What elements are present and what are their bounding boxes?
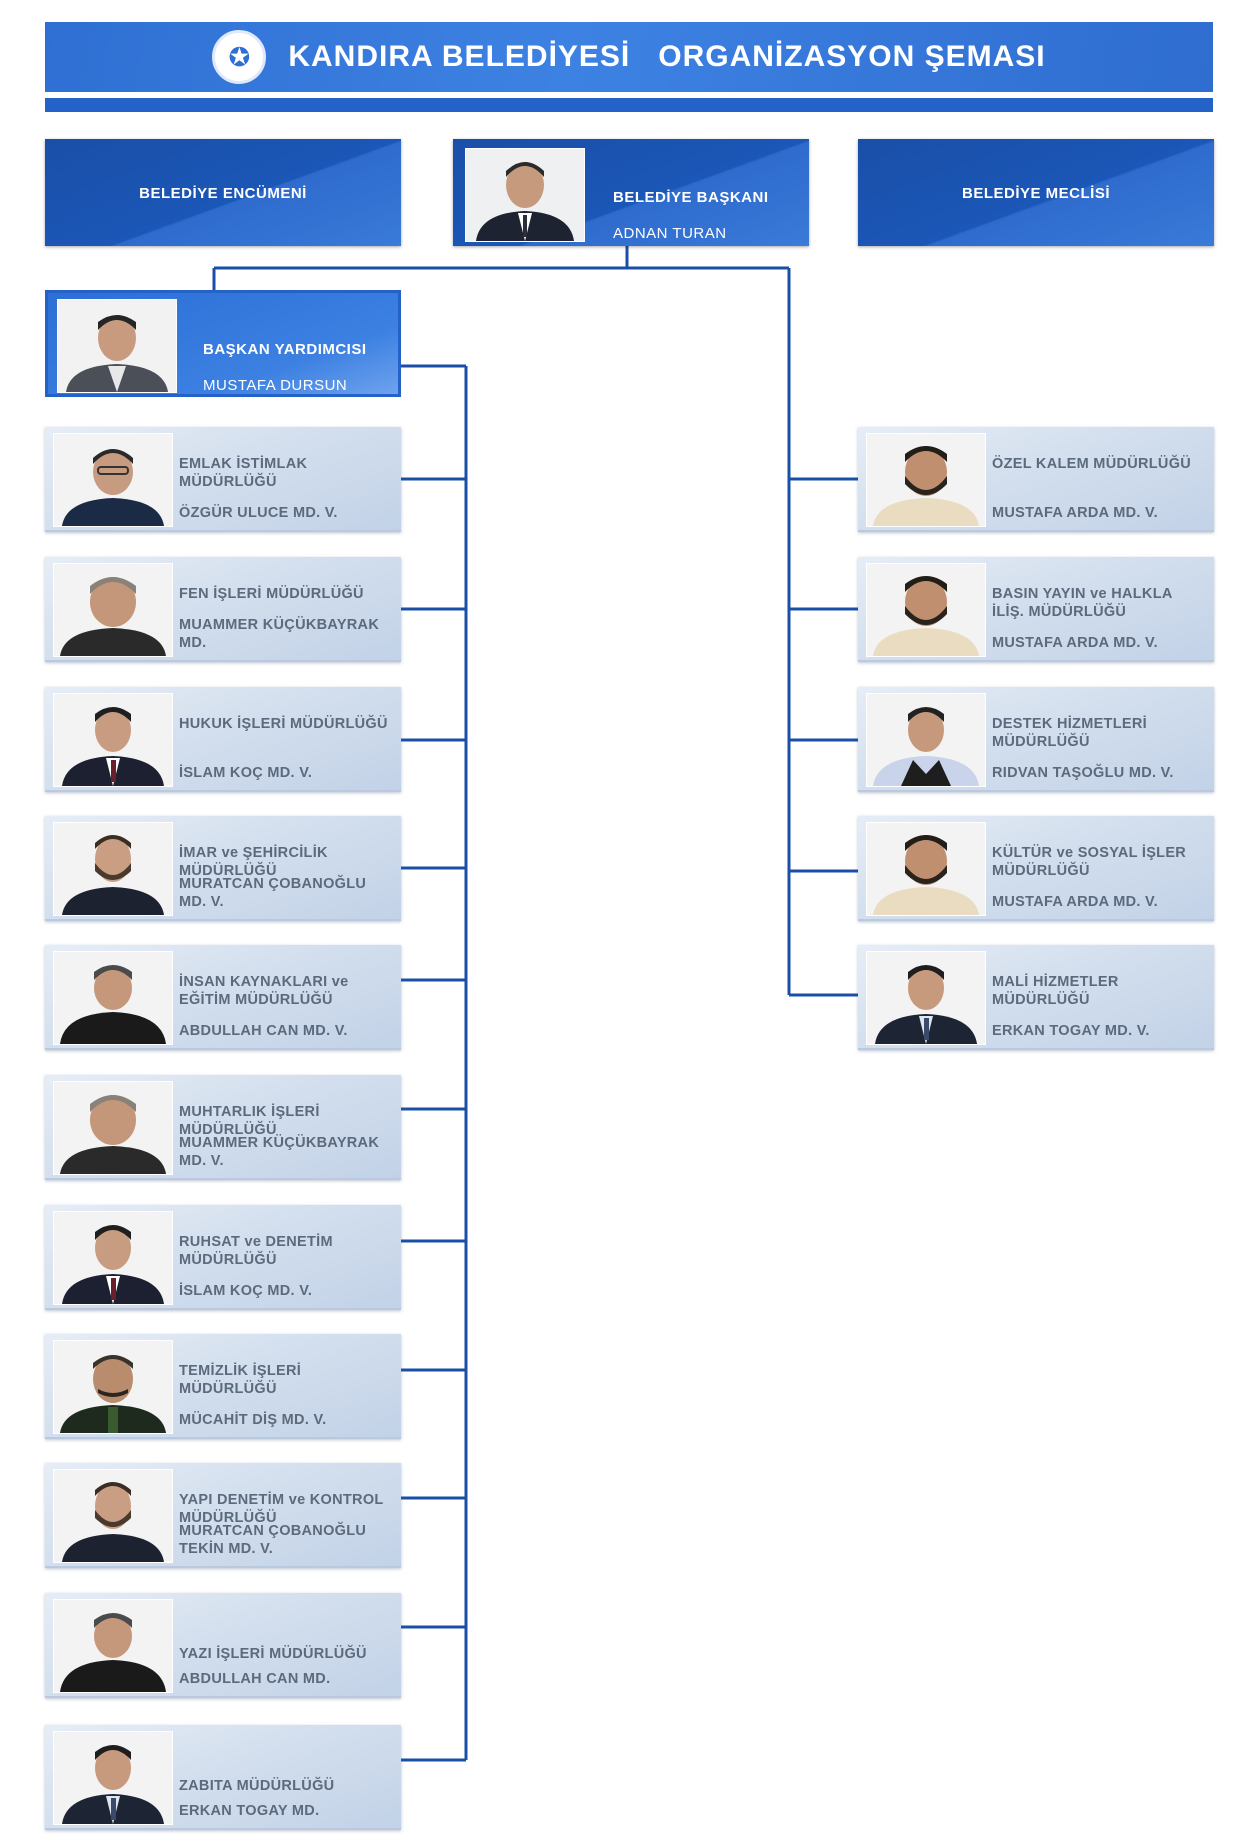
unit-card-emlak-istimlak: EMLAK İSTİMLAK MÜDÜRLÜĞÜ ÖZGÜR ULUCE MD.… xyxy=(45,427,401,532)
deputy-mayor-name: MUSTAFA DURSUN xyxy=(203,377,348,394)
unit-name: MALİ HİZMETLER MÜDÜRLÜĞÜ xyxy=(992,974,1119,1008)
unit-card-ruhsat-denetim: RUHSAT ve DENETİM MÜDÜRLÜĞÜ İSLAM KOÇ MD… xyxy=(45,1205,401,1310)
deputy-mayor-box: BAŞKAN YARDIMCISI MUSTAFA DURSUN xyxy=(45,290,401,397)
unit-card-fen-isleri: FEN İŞLERİ MÜDÜRLÜĞÜ MUAMMER KÜÇÜKBAYRAK… xyxy=(45,557,401,662)
unit-director: ERKAN TOGAY MD. V. xyxy=(992,1023,1150,1039)
unit-director: MUSTAFA ARDA MD. V. xyxy=(992,505,1159,521)
unit-name: KÜLTÜR ve SOSYAL İŞLER MÜDÜRLÜĞÜ xyxy=(992,845,1187,879)
unit-director: RIDVAN TAŞOĞLU MD. V. xyxy=(992,765,1174,781)
unit-name: BASIN YAYIN ve HALKLA İLİŞ. MÜDÜRLÜĞÜ xyxy=(992,586,1173,620)
header-divider xyxy=(45,98,1213,112)
director-photo xyxy=(53,433,173,527)
chart-header: ✪ KANDIRA BELEDİYESİ ORGANİZASYON ŞEMASI xyxy=(45,22,1213,92)
director-photo xyxy=(53,1599,173,1693)
unit-card-basin-yayin: BASIN YAYIN ve HALKLA İLİŞ. MÜDÜRLÜĞÜ MU… xyxy=(858,557,1214,662)
unit-name: ÖZEL KALEM MÜDÜRLÜĞÜ xyxy=(992,456,1192,472)
unit-card-kultur-sosyal: KÜLTÜR ve SOSYAL İŞLER MÜDÜRLÜĞÜ MUSTAFA… xyxy=(858,816,1214,921)
unit-card-muhtarlik-isleri: MUHTARLIK İŞLERİ MÜDÜRLÜĞÜ MUAMMER KÜÇÜK… xyxy=(45,1075,401,1180)
director-photo xyxy=(53,1731,173,1825)
municipal-council-label: BELEDİYE MECLİSİ xyxy=(961,185,1111,202)
unit-name: EMLAK İSTİMLAK MÜDÜRLÜĞÜ xyxy=(179,456,308,490)
unit-card-yazi-isleri: YAZI İŞLERİ MÜDÜRLÜĞÜ ABDULLAH CAN MD. xyxy=(45,1593,401,1698)
director-photo xyxy=(53,1469,173,1563)
unit-name: YAPI DENETİM ve KONTROL MÜDÜRLÜĞÜ xyxy=(179,1492,384,1526)
unit-name: İMAR ve ŞEHİRCİLİK MÜDÜRLÜĞÜ xyxy=(179,845,328,879)
unit-card-yapi-denetim: YAPI DENETİM ve KONTROL MÜDÜRLÜĞÜ MURATC… xyxy=(45,1463,401,1568)
deputy-mayor-role: BAŞKAN YARDIMCISI xyxy=(203,341,367,358)
unit-card-temizlik-isleri: TEMİZLİK İŞLERİ MÜDÜRLÜĞÜ MÜCAHİT DİŞ MD… xyxy=(45,1334,401,1439)
unit-director: ERKAN TOGAY MD. xyxy=(179,1803,320,1819)
director-photo xyxy=(53,693,173,787)
unit-name: MUHTARLIK İŞLERİ MÜDÜRLÜĞÜ xyxy=(179,1104,320,1138)
director-photo xyxy=(866,693,986,787)
director-photo xyxy=(53,1340,173,1434)
council-committee-label: BELEDİYE ENCÜMENİ xyxy=(139,185,307,202)
chart-title: KANDIRA BELEDİYESİ ORGANİZASYON ŞEMASI xyxy=(288,40,1046,73)
unit-name: ZABITA MÜDÜRLÜĞÜ xyxy=(179,1778,335,1794)
mayor-role: BELEDİYE BAŞKANI xyxy=(613,189,769,206)
municipal-council-box: BELEDİYE MECLİSİ xyxy=(858,139,1214,246)
unit-name: FEN İŞLERİ MÜDÜRLÜĞÜ xyxy=(179,586,364,602)
deputy-mayor-photo xyxy=(57,299,177,393)
director-photo xyxy=(53,563,173,657)
unit-card-insan-kaynaklari: İNSAN KAYNAKLARI ve EĞİTİM MÜDÜRLÜĞÜ ABD… xyxy=(45,945,401,1050)
unit-name: TEMİZLİK İŞLERİ MÜDÜRLÜĞÜ xyxy=(179,1363,302,1397)
unit-card-zabita: ZABITA MÜDÜRLÜĞÜ ERKAN TOGAY MD. xyxy=(45,1725,401,1830)
unit-director: MÜCAHİT DİŞ MD. V. xyxy=(179,1412,327,1428)
unit-director: İSLAM KOÇ MD. V. xyxy=(179,1283,313,1299)
unit-card-destek-hizmetleri: DESTEK HİZMETLERİ MÜDÜRLÜĞÜ RIDVAN TAŞOĞ… xyxy=(858,687,1214,792)
unit-director: MUSTAFA ARDA MD. V. xyxy=(992,894,1159,910)
mayor-box: BELEDİYE BAŞKANI ADNAN TURAN xyxy=(453,139,809,246)
municipality-seal-icon: ✪ xyxy=(212,30,267,84)
director-photo xyxy=(866,433,986,527)
unit-card-ozel-kalem: ÖZEL KALEM MÜDÜRLÜĞÜ MUSTAFA ARDA MD. V. xyxy=(858,427,1214,532)
director-photo xyxy=(866,563,986,657)
director-photo xyxy=(866,951,986,1045)
director-photo xyxy=(53,822,173,916)
mayor-name: ADNAN TURAN xyxy=(613,225,727,242)
unit-director: MURATCAN ÇOBANOĞLU TEKİN MD. V. xyxy=(179,1523,367,1557)
unit-director: İSLAM KOÇ MD. V. xyxy=(179,765,313,781)
director-photo xyxy=(53,1211,173,1305)
unit-director: MURATCAN ÇOBANOĞLU MD. V. xyxy=(179,876,367,910)
unit-director: MUSTAFA ARDA MD. V. xyxy=(992,635,1159,651)
unit-card-imar-sehircilik: İMAR ve ŞEHİRCİLİK MÜDÜRLÜĞÜ MURATCAN ÇO… xyxy=(45,816,401,921)
unit-card-mali-hizmetler: MALİ HİZMETLER MÜDÜRLÜĞÜ ERKAN TOGAY MD.… xyxy=(858,945,1214,1050)
unit-name: İNSAN KAYNAKLARI ve EĞİTİM MÜDÜRLÜĞÜ xyxy=(179,974,349,1008)
unit-name: RUHSAT ve DENETİM MÜDÜRLÜĞÜ xyxy=(179,1234,333,1268)
mayor-photo xyxy=(465,148,585,242)
unit-name: YAZI İŞLERİ MÜDÜRLÜĞÜ xyxy=(179,1646,367,1662)
director-photo xyxy=(53,951,173,1045)
unit-director: ABDULLAH CAN MD. V. xyxy=(179,1023,348,1039)
unit-card-hukuk-isleri: HUKUK İŞLERİ MÜDÜRLÜĞÜ İSLAM KOÇ MD. V. xyxy=(45,687,401,792)
unit-director: MUAMMER KÜÇÜKBAYRAK MD. xyxy=(179,617,380,651)
director-photo xyxy=(53,1081,173,1175)
director-photo xyxy=(866,822,986,916)
unit-name: DESTEK HİZMETLERİ MÜDÜRLÜĞÜ xyxy=(992,716,1147,750)
unit-director: ÖZGÜR ULUCE MD. V. xyxy=(179,505,338,521)
unit-name: HUKUK İŞLERİ MÜDÜRLÜĞÜ xyxy=(179,716,388,732)
unit-director: ABDULLAH CAN MD. xyxy=(179,1671,331,1687)
council-committee-box: BELEDİYE ENCÜMENİ xyxy=(45,139,401,246)
unit-director: MUAMMER KÜÇÜKBAYRAK MD. V. xyxy=(179,1135,380,1169)
